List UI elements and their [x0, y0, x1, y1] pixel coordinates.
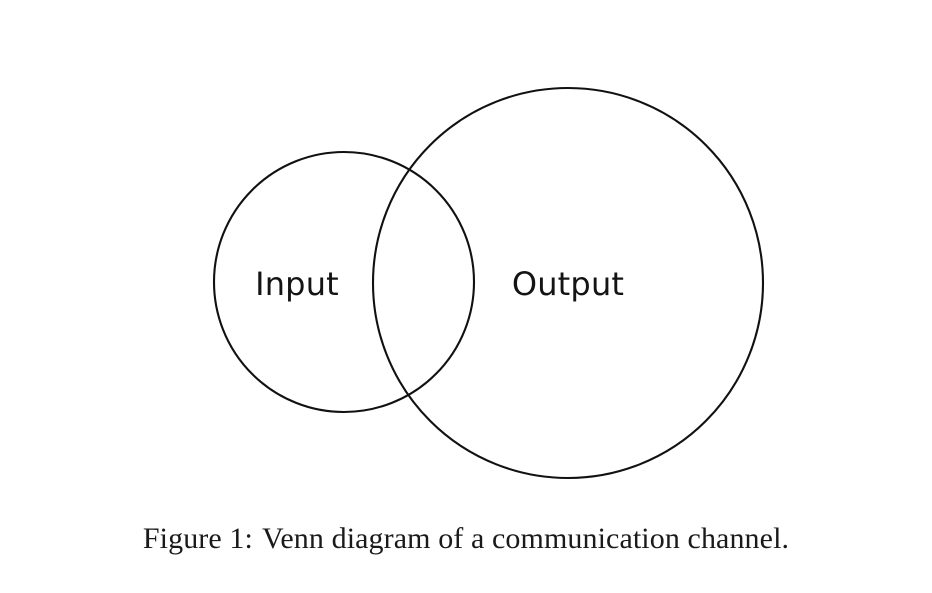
set-label-input: Input: [255, 265, 339, 303]
caption-text: Venn diagram of a communication channel.: [261, 522, 790, 555]
figure-caption: Figure 1:Venn diagram of a communication…: [0, 520, 932, 558]
set-label-output: Output: [512, 265, 624, 303]
venn-circle-output: [371, 86, 765, 480]
venn-circle-input: [212, 150, 476, 414]
caption-label: Figure 1:: [142, 522, 253, 555]
